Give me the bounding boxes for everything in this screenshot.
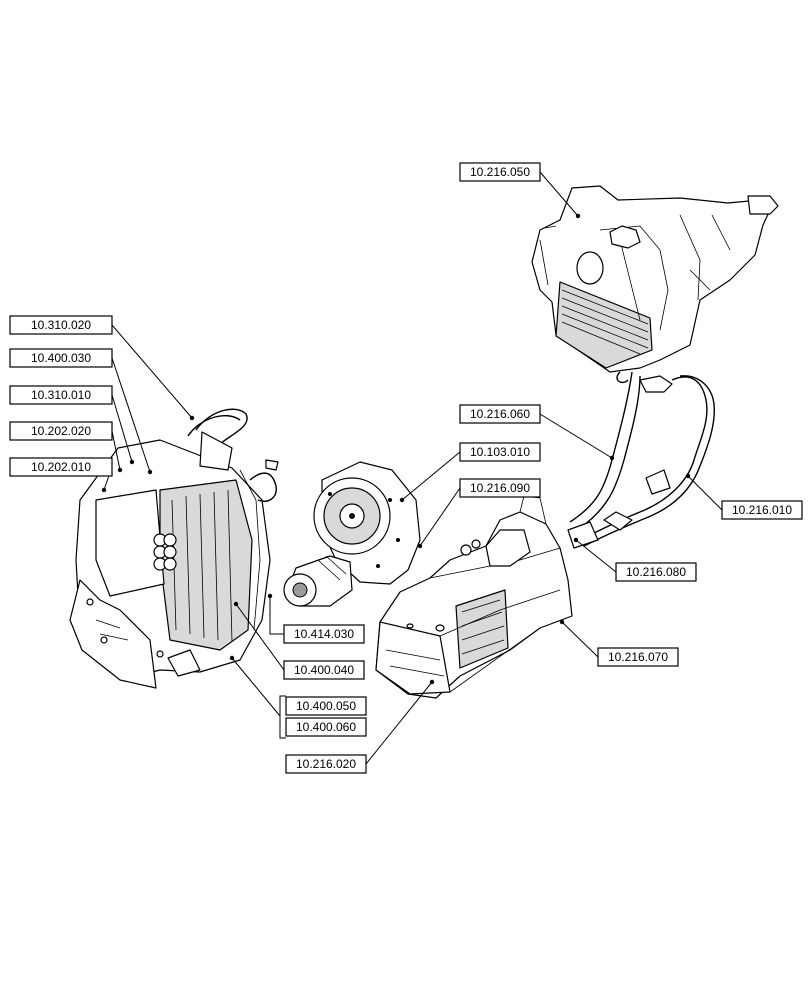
callout-10-400-030[interactable]: 10.400.030 (9, 348, 113, 368)
callout-10-310-020[interactable]: 10.310.020 (9, 315, 113, 335)
heater-box-illustration (375, 495, 573, 699)
callout-label: 10.400.060 (296, 720, 356, 734)
callout-10-400-050[interactable]: 10.400.050 (285, 696, 367, 716)
reservoir-tank-illustration (531, 185, 779, 373)
callout-label: 10.310.020 (31, 318, 91, 332)
callout-label: 10.310.010 (31, 388, 91, 402)
callout-10-414-030[interactable]: 10.414.030 (283, 624, 365, 644)
callout-label: 10.216.080 (626, 565, 686, 579)
callout-10-103-010[interactable]: 10.103.010 (459, 442, 541, 462)
callout-label: 10.400.030 (31, 351, 91, 365)
callout-label: 10.400.050 (296, 699, 356, 713)
callout-label: 10.216.010 (732, 503, 792, 517)
callout-label: 10.202.010 (31, 460, 91, 474)
callout-10-202-010[interactable]: 10.202.010 (9, 457, 113, 477)
callout-10-216-060[interactable]: 10.216.060 (459, 404, 541, 424)
callout-10-216-020[interactable]: 10.216.020 (285, 754, 367, 774)
callout-label: 10.216.090 (470, 481, 530, 495)
callout-10-216-080[interactable]: 10.216.080 (615, 562, 697, 582)
callout-10-216-070[interactable]: 10.216.070 (597, 647, 679, 667)
callout-label: 10.216.060 (470, 407, 530, 421)
callout-label: 10.216.070 (608, 650, 668, 664)
callout-label: 10.202.020 (31, 424, 91, 438)
leader-lines (101, 171, 723, 765)
callout-label: 10.216.020 (296, 757, 356, 771)
heater-hoses-illustration (567, 371, 716, 549)
callout-10-310-010[interactable]: 10.310.010 (9, 385, 113, 405)
callout-10-216-010[interactable]: 10.216.010 (721, 500, 803, 520)
callout-label: 10.400.040 (294, 663, 354, 677)
callout-10-202-020[interactable]: 10.202.020 (9, 421, 113, 441)
callout-10-216-050[interactable]: 10.216.050 (459, 162, 541, 182)
callout-10-400-060[interactable]: 10.400.060 (285, 717, 367, 737)
callout-label: 10.414.030 (294, 627, 354, 641)
compressor-illustration (283, 461, 421, 607)
callout-label: 10.103.010 (470, 445, 530, 459)
cooling-pack-illustration (69, 408, 279, 689)
callout-10-400-040[interactable]: 10.400.040 (283, 660, 365, 680)
callout-10-216-090[interactable]: 10.216.090 (459, 478, 541, 498)
callout-label: 10.216.050 (470, 165, 530, 179)
